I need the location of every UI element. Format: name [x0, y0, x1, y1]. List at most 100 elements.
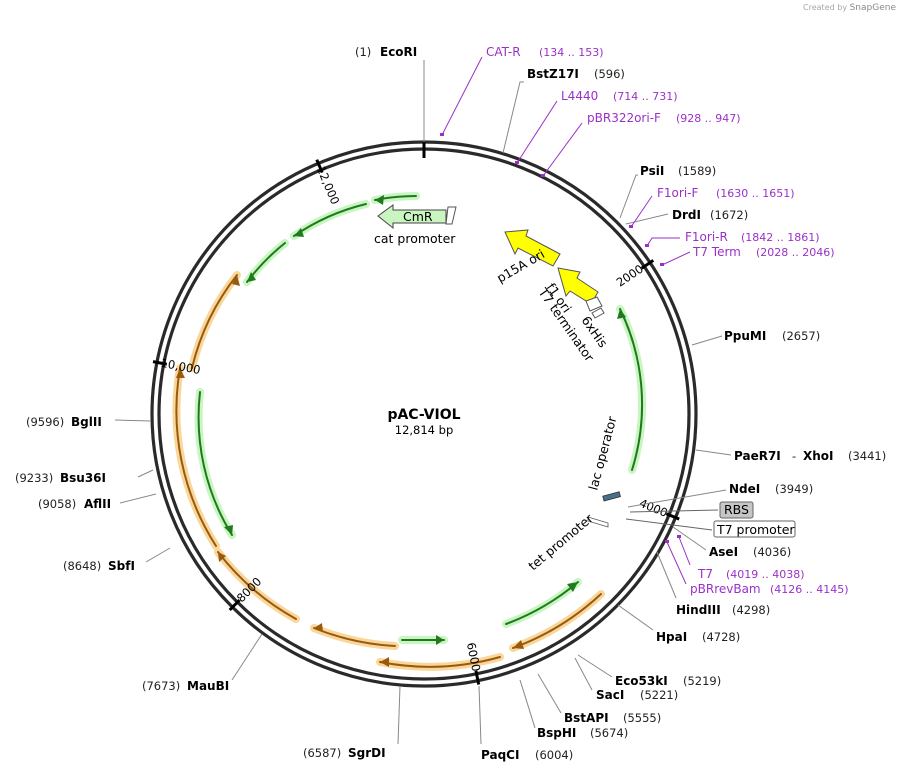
- enzyme-aflii[interactable]: (9058) AflII: [38, 493, 157, 511]
- tick-label-4000: 4000: [637, 496, 669, 520]
- paer7i-leader: [695, 449, 732, 456]
- tet-promoter-label: tet promoter: [525, 510, 596, 573]
- enzyme-bstz17i[interactable]: BstZ17I (596): [502, 67, 625, 154]
- primer-t7[interactable]: T7 (4019 .. 4038): [677, 535, 805, 581]
- cmr-arrow: [377, 204, 447, 230]
- enzyme-paqci[interactable]: PaqCI (6004): [478, 685, 573, 762]
- tick-mark-12000: [315, 159, 324, 174]
- enzyme-psii[interactable]: PsiI (1589): [619, 164, 716, 219]
- l4440-leader: [516, 100, 558, 164]
- orf-orange-3: [217, 551, 297, 620]
- primer-pbr322ori-f[interactable]: pBR322ori-F (928 .. 947): [541, 111, 741, 177]
- orf-orange-6-arrowhead: [513, 640, 524, 649]
- orf-cmr-arrowhead: [375, 195, 384, 205]
- l4440-label: L4440: [561, 89, 598, 103]
- cmr-label: CmR: [403, 209, 433, 224]
- bsu36i-leader: [137, 469, 154, 478]
- primer-f1ori-f[interactable]: F1ori-F (1630 .. 1651): [629, 186, 795, 228]
- enzyme-asei[interactable]: AseI (4036): [672, 526, 791, 559]
- primer-l4440[interactable]: L4440 (714 .. 731): [515, 89, 678, 164]
- primer-pbrrevbam[interactable]: pBRrevBam (4126 .. 4145): [665, 540, 849, 596]
- saci-leader: [574, 657, 593, 691]
- boxed-feature-layer: RBS T7 promoter: [625, 501, 796, 538]
- orf-arrowheads: [176, 195, 626, 667]
- sgrdi-position: (6587): [303, 746, 341, 760]
- orf-bottom-small-arrowhead: [436, 635, 444, 645]
- asei-label: AseI: [709, 545, 738, 559]
- feature-t7-promoter[interactable]: T7 promoter: [625, 518, 796, 538]
- enzyme-hindiii[interactable]: HindIII (4298): [656, 551, 770, 617]
- orf-orange-5-arrowhead: [380, 657, 389, 667]
- p15a-ori-label: p15A ori: [494, 246, 547, 285]
- tick-mark-4000: [665, 512, 680, 521]
- xhoi-label: XhoI: [803, 449, 834, 463]
- ecori-position: (1): [355, 45, 371, 59]
- orf-right-arrowhead: [617, 309, 626, 319]
- sbfi-position: (8648): [63, 559, 101, 573]
- ppumi-leader: [691, 335, 723, 346]
- enzyme-ppumi[interactable]: PpuMI (2657): [691, 329, 820, 346]
- paer7i-separator: -: [792, 449, 796, 463]
- enzyme-paer7i-xhoi[interactable]: PaeR7I - XhoI (3441): [695, 449, 886, 463]
- enzyme-bsphi[interactable]: BspHI (5674): [519, 679, 628, 740]
- enzyme-maubi[interactable]: (7673) MauBI: [142, 633, 263, 693]
- maubi-position: (7673): [142, 679, 180, 693]
- bglii-label: BglII: [71, 415, 102, 429]
- t7-leader: [678, 536, 691, 566]
- orf-orange-2: [175, 367, 217, 547]
- enzyme-hpai[interactable]: HpaI (4728): [617, 604, 740, 644]
- orf-3-arrowhead: [247, 272, 256, 282]
- cat-r-leader: [441, 56, 483, 136]
- t7-promoter-box: [713, 520, 796, 538]
- plasmid-name: pAC-VIOL: [387, 407, 460, 423]
- primer-f1ori-r[interactable]: F1ori-R (1842 .. 1861): [645, 230, 820, 247]
- enzyme-ecori[interactable]: (1) EcoRI: [355, 45, 425, 142]
- sgrdi-leader: [397, 685, 401, 745]
- enzyme-bsu36i[interactable]: (9233) Bsu36I: [15, 469, 154, 485]
- enzyme-sbfi[interactable]: (8648) SbfI: [63, 547, 171, 573]
- bsu36i-label: Bsu36I: [60, 471, 106, 485]
- tick-mark-2000: [640, 259, 655, 270]
- cat-r-mark: [440, 133, 444, 136]
- enzyme-bglii[interactable]: (9596) BglII: [26, 415, 152, 429]
- pbr322ori-f-range: (928 .. 947): [676, 112, 741, 125]
- rbs-box: [719, 501, 754, 519]
- f1ori-r-range: (1842 .. 1861): [741, 231, 820, 244]
- enzyme-bstapi[interactable]: BstAPI (5555): [537, 673, 661, 725]
- orf-orange-5: [379, 656, 501, 668]
- tet-promoter-arrow: [587, 516, 609, 528]
- tick-label-2000: 2000: [614, 262, 646, 290]
- snapgene-credit: Created by SnapGene: [803, 3, 896, 13]
- primer-t7-term[interactable]: T7 Term (2028 .. 2046): [660, 245, 835, 266]
- cat-promoter-arrow: [445, 206, 457, 225]
- aflii-leader: [119, 493, 157, 504]
- tick-mark-6000: [474, 670, 481, 685]
- t7-term-label: T7 Term: [692, 245, 741, 259]
- paqci-leader: [478, 685, 482, 745]
- enzyme-saci[interactable]: SacI (5221): [574, 657, 678, 702]
- enzyme-eco53ki[interactable]: Eco53kI (5219): [577, 654, 721, 688]
- bsphi-leader: [519, 679, 536, 729]
- eco53ki-label: Eco53kI: [615, 674, 668, 688]
- paqci-position: (6004): [535, 748, 573, 762]
- orf-orange-1-arrowhead: [232, 275, 240, 286]
- enzyme-ndei[interactable]: NdeI (3949): [627, 482, 813, 508]
- sbfi-leader: [145, 547, 171, 563]
- tick-label-6000: 6000: [464, 641, 484, 672]
- bglii-leader: [114, 419, 152, 422]
- orf-orange-1-halo: [188, 271, 241, 372]
- bsu36i-position: (9233): [15, 471, 53, 485]
- feature-rbs[interactable]: RBS: [629, 501, 754, 519]
- f1ori-f-mark: [629, 225, 633, 228]
- psii-leader: [619, 174, 638, 219]
- ppumi-label: PpuMI: [724, 329, 766, 343]
- bstapi-leader: [537, 673, 562, 714]
- sbfi-label: SbfI: [108, 559, 135, 573]
- orf-orange-4-halo: [310, 624, 399, 650]
- eco53ki-position: (5219): [683, 674, 721, 688]
- enzyme-drdi[interactable]: DrdI (1672): [625, 208, 748, 225]
- drdi-leader: [625, 213, 669, 225]
- pbrrevbam-label: pBRrevBam: [690, 582, 761, 596]
- primer-cat-r[interactable]: CAT-R (134 .. 153): [440, 45, 604, 136]
- enzyme-sgrdi[interactable]: (6587) SgrDI: [303, 685, 401, 760]
